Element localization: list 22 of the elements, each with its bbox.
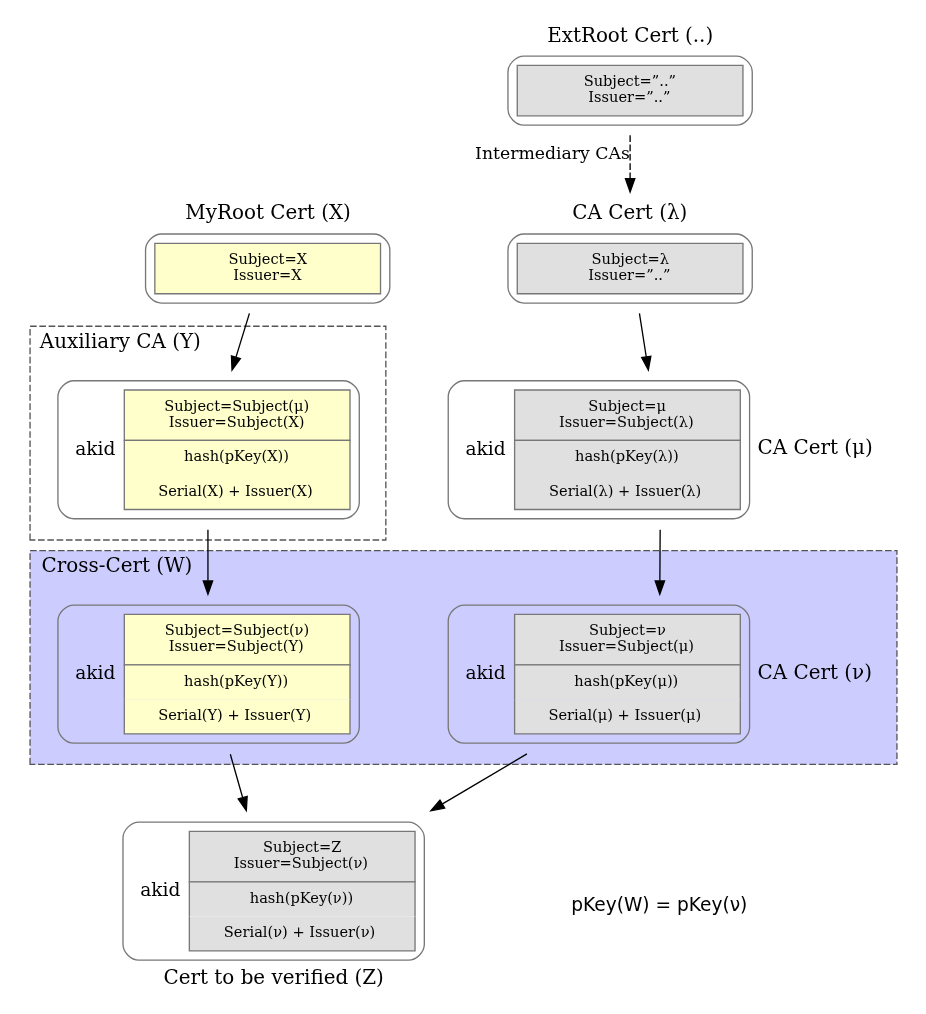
arrow xyxy=(624,134,636,194)
node-box: Subject=X Issuer=X xyxy=(144,232,390,304)
node-box: akid Subject=Z Issuer=Subject(ν) hash(pKey(ν)) Serial(ν) + Issuer(ν) xyxy=(121,820,425,961)
node-box: akid Subject=Subject(ν) Issuer=Subject(Y) hash(pKey(Y)) Serial(Y) + Issuer(Y) xyxy=(56,603,360,744)
node-box: Subject=”..” Issuer=”..” xyxy=(506,54,753,126)
arrow xyxy=(201,528,214,596)
node-box: akid Subject=ν Issuer=Subject(μ) hash(pKey(μ)) Serial(μ) + Issuer(μ) xyxy=(447,603,750,744)
node-label: CA Cert (ν) xyxy=(757,660,872,684)
node-label: ExtRoot Cert (..) xyxy=(546,23,713,47)
node-box: akid Subject=μ Issuer=Subject(λ) hash(pKey(λ)) Serial(λ) + Issuer(λ) xyxy=(447,379,750,519)
node-label: Cert to be verified (Z) xyxy=(162,965,384,989)
node-box: akid Subject=Subject(μ) Issuer=Subject(X) hash(pKey(X)) Serial(X) + Issuer(X) xyxy=(56,379,360,519)
label: pKey(W) = pKey(ν) xyxy=(570,893,747,915)
arrow xyxy=(653,528,665,596)
node-label: MyRoot Cert (X) xyxy=(184,200,351,224)
node-label: CA Cert (λ) xyxy=(571,200,687,224)
node-box: Subject=λ Issuer=”..” xyxy=(506,232,753,304)
arrow xyxy=(428,752,528,812)
edge-label: Intermediary CAs xyxy=(474,142,630,163)
node-label: CA Cert (μ) xyxy=(757,435,873,459)
arrow xyxy=(638,312,652,372)
arrow xyxy=(230,312,250,372)
